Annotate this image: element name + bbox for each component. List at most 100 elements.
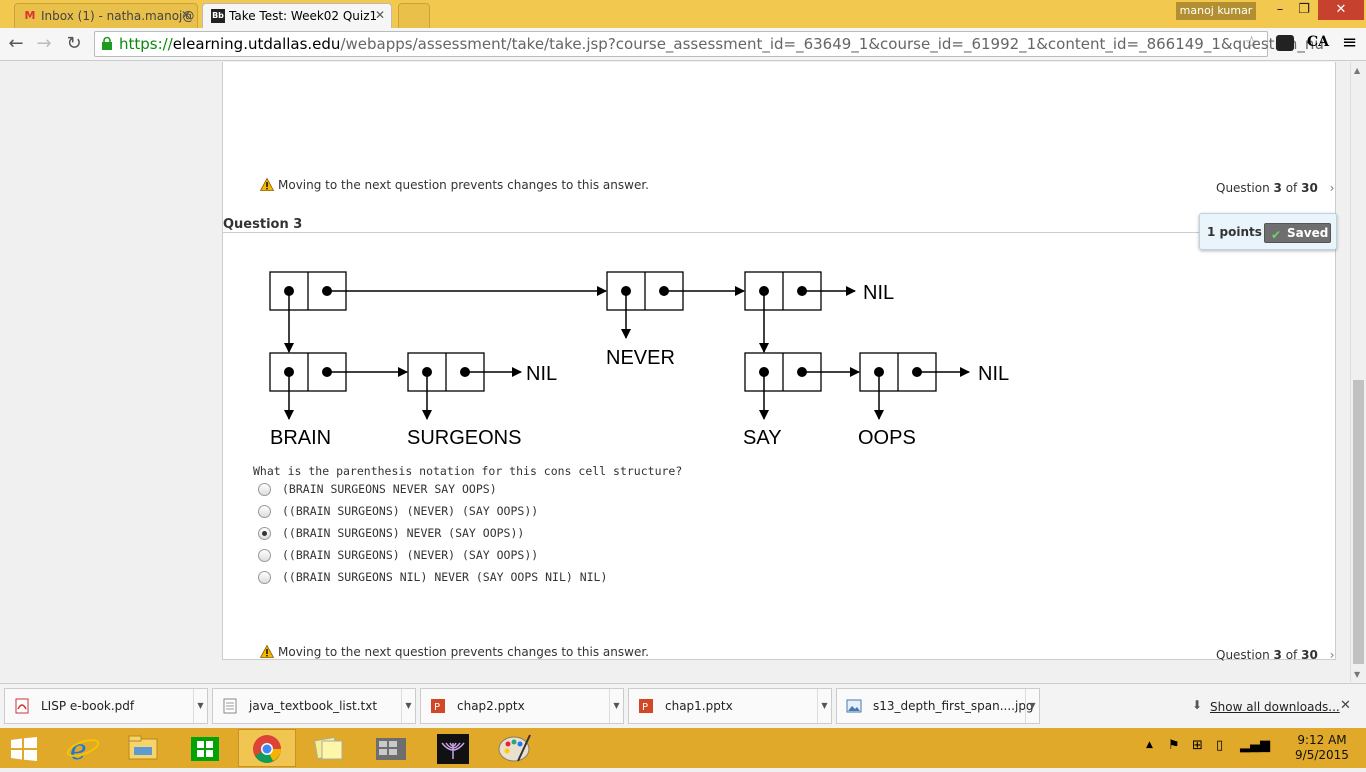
powerpoint-icon: P [639,699,653,713]
question-navigator-bottom[interactable]: Question 3 of 30 › [1216,648,1335,662]
system-clock[interactable]: 9:12 AM 9/5/2015 [1290,733,1354,763]
tab-title: Take Test: Week02 Quiz1 [229,9,378,23]
extension-icon[interactable] [1276,35,1294,51]
atom-brain-label: BRAIN [270,427,331,449]
new-tab-button[interactable] [398,3,430,28]
nil-label: NIL [526,363,557,385]
clock-time: 9:12 AM [1297,733,1347,747]
forward-icon[interactable]: → [36,33,52,54]
tab-gmail[interactable]: M Inbox (1) - natha.manoj@ ✕ [14,3,198,28]
option-label[interactable]: (BRAIN SURGEONS NEVER SAY OOPS) [282,482,497,496]
windows-icon[interactable]: ⊞ [1192,738,1203,753]
bookmark-star-icon[interactable]: ☆ [1244,33,1260,53]
close-tab-icon[interactable]: ✕ [180,8,191,22]
app-icon[interactable] [362,729,420,767]
download-item[interactable]: P chap2.pptx ▼ [420,688,624,724]
url-path: /webapps/assessment/take/take.jsp?course… [340,35,1324,53]
option-label[interactable]: ((BRAIN SURGEONS) NEVER (SAY OOPS)) [282,526,525,540]
download-filename: chap2.pptx [457,699,525,713]
store-icon[interactable] [176,729,234,767]
radio-button[interactable] [258,549,271,562]
browser-titlebar: M Inbox (1) - natha.manoj@ ✕ Bb Take Tes… [0,0,1366,28]
option-label[interactable]: ((BRAIN SURGEONS) (NEVER) (SAY OOPS)) [282,548,539,562]
menorah-app-icon[interactable] [424,729,482,767]
network-signal-icon[interactable]: ▂▄▆ [1240,738,1270,753]
scroll-down-icon[interactable]: ▼ [1354,670,1361,679]
tab-take-test[interactable]: Bb Take Test: Week02 Quiz1 ✕ [202,3,392,28]
warning-message-top: Moving to the next question prevents cha… [259,177,649,192]
start-icon[interactable] [10,737,38,761]
chevron-right-icon[interactable]: › [1329,648,1335,662]
back-icon[interactable]: ← [8,33,24,54]
download-arrow-icon: ⬇ [1192,698,1203,712]
extension-ca-icon[interactable]: CA [1307,34,1330,50]
warning-text: Moving to the next question prevents cha… [278,178,649,192]
download-filename: chap1.pptx [665,699,733,713]
radio-button[interactable] [258,571,271,584]
restore-icon[interactable]: ❐ [1298,2,1310,17]
warning-icon [259,177,275,191]
url-scheme: https:// [119,35,173,53]
chevron-down-icon[interactable]: ▼ [193,689,207,723]
clock-date: 9/5/2015 [1295,748,1349,762]
points-value: 1 points [1207,225,1262,239]
lock-icon [102,36,112,50]
battery-icon[interactable]: ▯ [1216,738,1224,753]
address-bar[interactable]: https://elearning.utdallas.edu/webapps/a… [94,31,1324,57]
atom-surgeons-label: SURGEONS [407,427,521,449]
reload-icon[interactable]: ↻ [66,33,82,54]
file-explorer-icon[interactable] [114,729,172,767]
warning-text: Moving to the next question prevents cha… [278,645,649,659]
close-shelf-icon[interactable]: ✕ [1340,698,1351,713]
paint-icon[interactable] [486,729,544,767]
chevron-down-icon[interactable]: ▼ [817,689,831,723]
svg-text:P: P [434,702,440,713]
show-hidden-icons-icon[interactable]: ▲ [1146,740,1153,750]
chevron-down-icon[interactable]: ▼ [609,689,623,723]
download-item[interactable]: s13_depth_first_span....jpg ▼ [836,688,1040,724]
nil-label: NIL [863,282,894,304]
volume-icon[interactable]: 🔈︎ [1264,738,1272,753]
question-navigator-top[interactable]: Question 3 of 30 › [1216,181,1335,195]
page-viewport: Moving to the next question prevents cha… [0,62,1350,682]
download-item[interactable]: P chap1.pptx ▼ [628,688,832,724]
radio-button[interactable] [258,505,271,518]
chrome-icon[interactable] [238,729,296,767]
tab-title: Inbox (1) - natha.manoj@ [41,9,195,23]
option-label[interactable]: ((BRAIN SURGEONS NIL) NEVER (SAY OOPS NI… [282,570,608,584]
download-item[interactable]: LISP e-book.pdf ▼ [4,688,208,724]
scroll-up-icon[interactable]: ▲ [1354,66,1361,75]
chevron-down-icon[interactable]: ▼ [401,689,415,723]
svg-text:e: e [70,733,87,766]
menu-icon[interactable]: ≡ [1342,32,1358,53]
radio-button[interactable] [258,483,271,496]
chevron-right-icon[interactable]: › [1329,181,1335,195]
show-all-downloads-link[interactable]: Show all downloads... [1210,700,1340,714]
profile-user-badge[interactable]: manoj kumar [1176,2,1256,20]
download-filename: LISP e-book.pdf [41,699,135,713]
minimize-icon[interactable]: – [1276,2,1284,17]
text-file-icon [223,698,237,714]
nil-label: NIL [978,363,1009,385]
option-label[interactable]: ((BRAIN SURGEONS) (NEVER) (SAY OOPS)) [282,504,539,518]
atom-oops-label: OOPS [858,427,916,449]
download-item[interactable]: java_textbook_list.txt ▼ [212,688,416,724]
question-title: Question 3 [223,217,303,232]
radio-button-selected[interactable] [258,527,271,540]
blackboard-icon: Bb [211,9,225,23]
atom-say-label: SAY [743,427,782,449]
flag-icon[interactable]: ⚑ [1168,738,1180,753]
window-close-icon[interactable]: ✕ [1318,0,1364,20]
svg-text:P: P [642,702,648,713]
vertical-scrollbar[interactable]: ▲ ▼ [1350,62,1366,682]
saved-status-button: ✔ Saved [1264,223,1331,243]
download-filename: java_textbook_list.txt [249,699,378,713]
close-tab-icon[interactable]: ✕ [374,8,385,22]
cons-cell-diagram: NIL NIL NIL NEVER BRAIN SURGEONS SAY OOP… [269,271,1009,449]
scrollbar-thumb[interactable] [1353,380,1364,664]
sticky-notes-icon[interactable] [300,729,358,767]
warning-message-bottom: Moving to the next question prevents cha… [259,644,649,659]
chevron-down-icon[interactable]: ▼ [1025,689,1039,723]
internet-explorer-icon[interactable]: e [54,729,112,767]
question-text: What is the parenthesis notation for thi… [253,464,683,478]
